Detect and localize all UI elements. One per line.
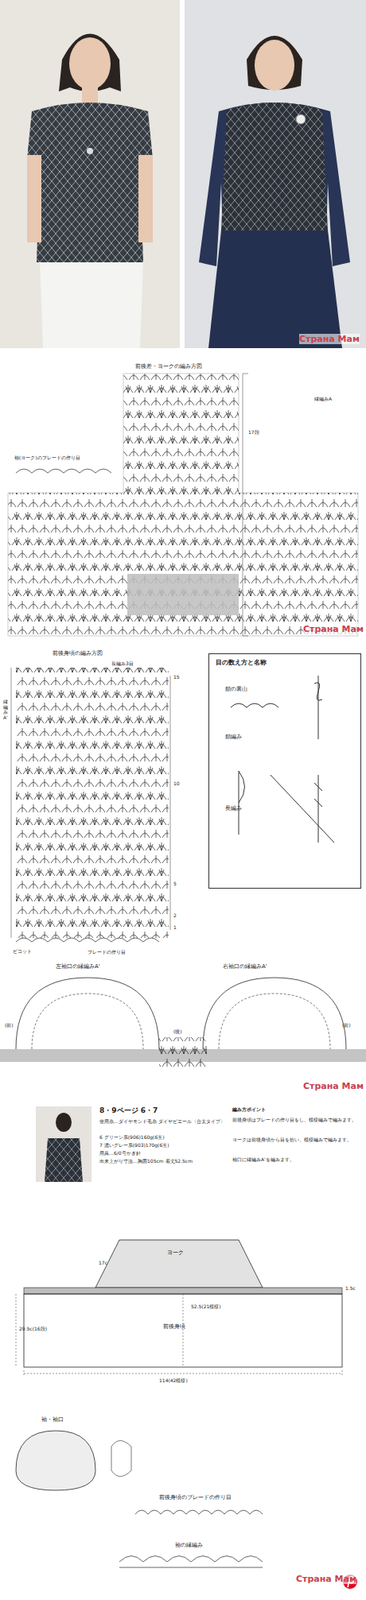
watermark: Страна Мам <box>303 1082 364 1093</box>
chart-label: 袖口に縁編みA'を編みます。 <box>232 1157 295 1164</box>
chart-label: 編み方ポイント <box>232 1107 266 1114</box>
watermark: Страна Мам <box>303 624 364 635</box>
chart-label: 1 <box>173 925 177 931</box>
chart-label: 29.5c(16段) <box>19 1327 47 1333</box>
chart-label: ピコット <box>12 949 32 955</box>
chart-label: 出来上がり寸法…胸囲105cm 着丈52.5cm <box>99 1159 193 1165</box>
chart-label: 袖(ヨーク)のブレードの作り目 <box>14 455 81 461</box>
chart-label: 左袖口の縁編みA' <box>55 964 101 971</box>
stitch-name: 長編み <box>225 805 242 813</box>
chart-label: 前後身頃の編み方図 <box>52 650 103 658</box>
chart-label: 長編み3目 <box>111 661 134 667</box>
chart-label: (前) <box>342 1023 351 1029</box>
chart-label: (後) <box>173 1029 183 1036</box>
stitch-legend-box: 目の数え方と名称鎖の裏山鎖編み長編み <box>208 654 362 890</box>
chart-label: 1.5c <box>345 1286 356 1293</box>
chart-label: 袖の縁編み <box>175 1543 203 1550</box>
watermark: Страна Мам <box>295 1575 357 1586</box>
chart-label: ヨーク <box>167 1250 184 1258</box>
chart-label: 8・9ページ 6・7 <box>99 1107 158 1117</box>
chart-label: 袖・袖口 <box>41 1417 64 1425</box>
legend-heading: 目の数え方と名称 <box>215 659 267 668</box>
chart-label: ヨークは前後身頃から目を拾い、模様編みで編みます。 <box>232 1137 352 1144</box>
chart-label: ブレードの作り目 <box>87 950 126 956</box>
watermark: Страна Мам <box>299 334 360 345</box>
chart-label: (前) <box>4 1023 14 1029</box>
chart-label: 用具…6/0号かぎ針 <box>99 1151 141 1157</box>
chart-label: 17c <box>98 1261 108 1267</box>
chart-label: 15 <box>173 674 180 681</box>
chart-label: 縁編みA' <box>3 700 8 721</box>
chart-label: 10 <box>173 781 180 787</box>
chart-label: 17段 <box>248 429 260 436</box>
chart-label: 5 <box>173 881 177 888</box>
chart-label: 114(42模様) <box>159 1378 188 1385</box>
chart-label: 7 濃いグレー系(903)170g(6玉) <box>99 1143 170 1149</box>
chart-label: 前後身頃のブレードの作り目 <box>159 1495 232 1503</box>
chart-label: 前後身頃 <box>163 1324 186 1332</box>
chart-label: 縁編みA <box>314 396 332 402</box>
chart-label: 6 グリーン系(906)160g(6玉) <box>99 1135 165 1141</box>
chart-label: 52.5(21模様) <box>190 1304 222 1311</box>
chart-label: 使用糸…ダイヤモンド毛糸 ダイヤピエール〈合太タイプ〉 <box>99 1119 226 1126</box>
chart-label: 前後身頃はブレードの作り目をし、模様編みで編みます。 <box>232 1117 357 1124</box>
chart-label: 2 <box>173 913 177 919</box>
stitch-name: 鎖の裏山 <box>225 686 248 694</box>
chart-label: 前後差・ヨークの編み方図 <box>135 363 203 370</box>
chart-label: 右袖口の縁編みA' <box>222 964 268 971</box>
stitch-name: 鎖編み <box>225 734 242 741</box>
